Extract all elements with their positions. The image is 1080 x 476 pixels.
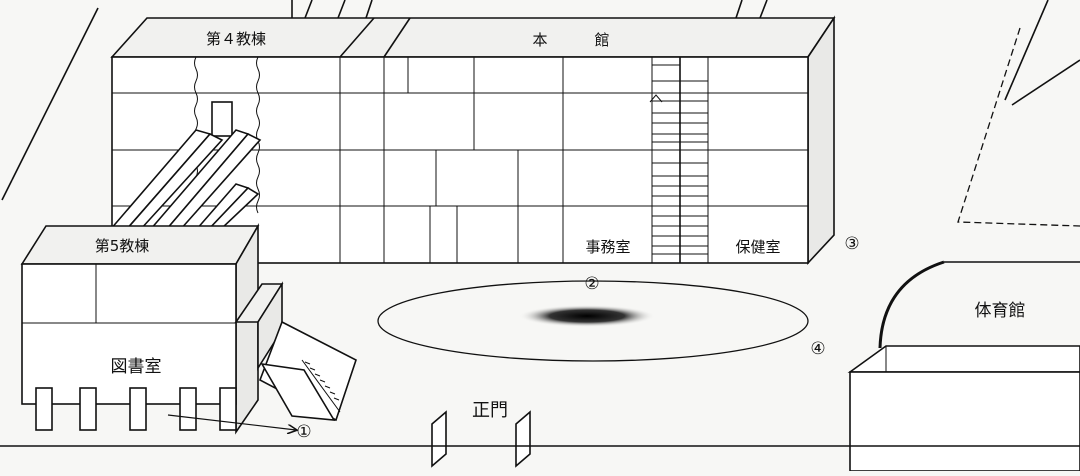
label-gymnasium: 体育館 — [975, 301, 1026, 321]
label-nurse-office: 保健室 — [735, 238, 780, 256]
connecting-corridors — [108, 129, 262, 231]
marker-2: ② — [584, 274, 599, 294]
background-lines — [1, 0, 1080, 201]
entrance-canopy — [259, 320, 357, 422]
label-office: 事務室 — [585, 238, 630, 256]
label-library: 図書室 — [111, 357, 162, 377]
marker-1: ① — [296, 422, 311, 442]
dashed-area-outline — [957, 27, 1080, 227]
gymnasium-building — [847, 260, 1080, 472]
staircase — [649, 57, 708, 263]
label-building-4: 第４教棟 — [206, 30, 266, 48]
label-main-hall-1: 本 — [532, 31, 547, 49]
label-main-hall-2: 館 — [594, 31, 609, 49]
marker-4: ④ — [810, 339, 825, 359]
label-building-5: 第5教棟 — [95, 237, 150, 255]
marker-3: ③ — [844, 234, 859, 254]
main-gate-posts — [431, 410, 531, 468]
label-main-gate: 正門 — [472, 400, 508, 421]
courtyard-pond — [377, 280, 809, 362]
building-5-and-library — [20, 223, 284, 435]
marker-1-arrow — [167, 414, 296, 430]
